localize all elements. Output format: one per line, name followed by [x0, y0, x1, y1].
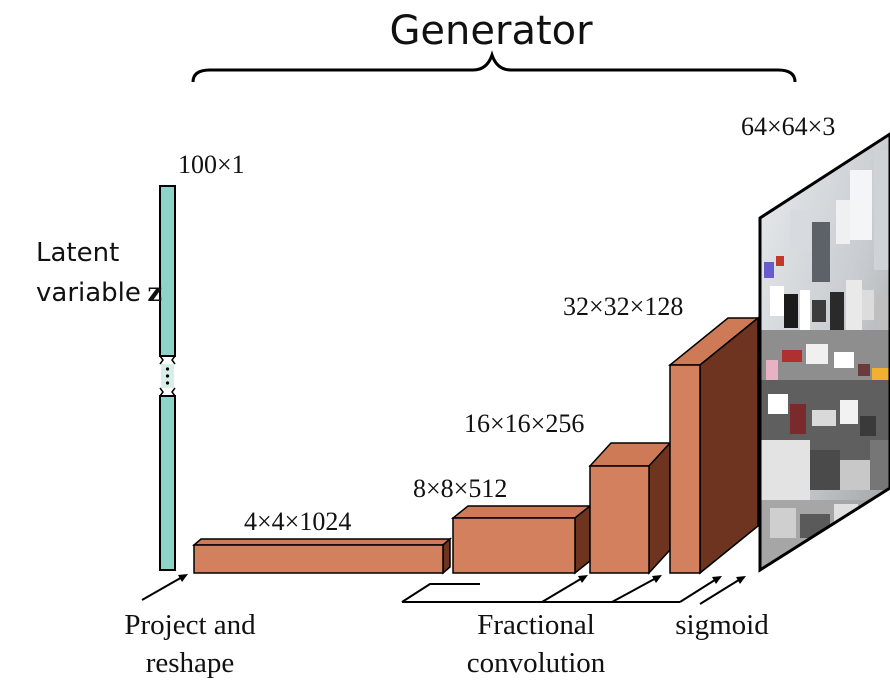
arrowhead	[736, 576, 746, 584]
block-side-face	[574, 504, 591, 575]
frac-arrow-1	[541, 576, 585, 603]
arrowhead	[712, 576, 722, 584]
block-size-label-2: 8×8×512	[413, 474, 508, 503]
project-arrow	[141, 575, 185, 601]
output-size-label: 64×64×3	[741, 112, 836, 141]
sigmoid-arrow	[699, 577, 743, 605]
block-front-face	[452, 517, 576, 574]
block-front-face	[193, 544, 444, 574]
generator-brace	[191, 50, 797, 83]
latent-label-line1: Latent	[36, 238, 120, 268]
latent-label-word: variable	[36, 278, 141, 308]
block-size-label-4: 32×32×128	[563, 292, 684, 321]
block-top-face	[450, 505, 593, 519]
output-image-frame	[758, 132, 890, 573]
block-top-face	[191, 538, 453, 546]
latent-vector-bottom-segment	[159, 395, 176, 571]
fractional-caption-line1: Fractional	[477, 609, 595, 641]
block-front-face	[669, 364, 701, 574]
project-caption-line1: Project and	[124, 609, 256, 641]
latent-label-line2: variable z	[36, 278, 162, 308]
diagram-title: Generator	[389, 8, 593, 54]
fractional-caption: Fractional convolution	[452, 606, 620, 682]
block-8x8x512	[450, 504, 593, 575]
ellipsis-dot	[165, 381, 170, 385]
fractional-caption-line2: convolution	[466, 647, 606, 679]
sigmoid-caption: sigmoid	[675, 609, 769, 641]
latent-size-label: 100×1	[178, 150, 245, 179]
arrowhead	[178, 574, 188, 582]
latent-symbol: z	[147, 278, 163, 308]
break-mark-top	[159, 355, 176, 365]
ellipsis-dot	[165, 367, 170, 371]
block-4x4x1024	[191, 537, 453, 575]
block-side-face	[442, 537, 451, 575]
block-32x32x128	[667, 316, 761, 575]
block-size-label-1: 4×4×1024	[244, 507, 352, 536]
latent-vector	[159, 185, 176, 571]
project-caption-line2: reshape	[145, 647, 235, 679]
output-image	[758, 132, 890, 573]
frac-arrow-3	[679, 577, 719, 603]
block-size-label-3: 16×16×256	[464, 409, 585, 438]
block-side-face	[648, 441, 671, 575]
ellipsis-dot	[165, 374, 170, 378]
break-mark-bottom	[159, 387, 176, 397]
operation-arrows	[141, 574, 746, 605]
block-16x16x256	[588, 441, 672, 575]
latent-vector-top-segment	[159, 185, 176, 357]
project-caption: Project and reshape	[92, 606, 288, 682]
arrowhead	[578, 575, 588, 583]
frac-bracket-top	[401, 583, 480, 603]
frac-arrow-2	[611, 576, 659, 603]
block-front-face	[589, 465, 650, 574]
arrowhead	[652, 575, 662, 583]
